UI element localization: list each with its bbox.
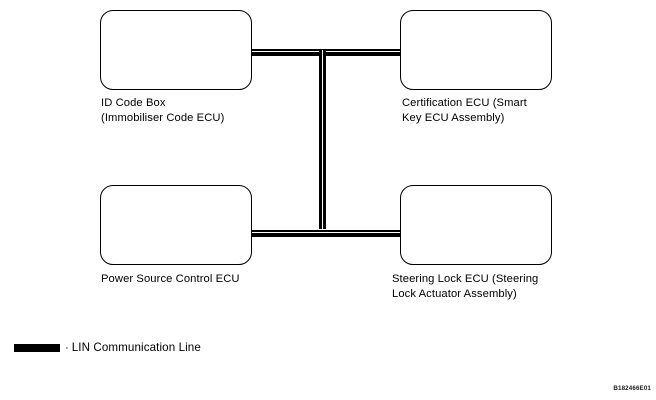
ecu-box-steering-lock xyxy=(400,185,552,265)
ecu-label-certification: Certification ECU (Smart Key ECU Assembl… xyxy=(402,97,527,124)
ecu-label-steering-lock: Steering Lock ECU (Steering Lock Actuato… xyxy=(392,273,539,300)
ecu-box-power-source-control xyxy=(100,185,252,265)
ecu-label-power-source-control: Power Source Control ECU xyxy=(101,273,240,285)
ecu-box-id-code xyxy=(100,10,252,90)
lin-bus-segment-bottom-left xyxy=(250,229,328,237)
lin-bus-segment-vertical-trunk xyxy=(319,50,326,236)
legend-lin-line-swatch xyxy=(14,343,60,352)
lin-bus-segment-top-right xyxy=(326,48,402,56)
ecu-box-certification xyxy=(400,10,552,90)
figure-reference-code: B182466E01 xyxy=(613,385,651,392)
ecu-label-id-code: ID Code Box (Immobiliser Code ECU) xyxy=(101,97,225,124)
lin-bus-segment-bottom-right xyxy=(326,229,402,237)
legend-lin-line-label: LIN Communication Line xyxy=(71,341,201,354)
lin-bus-segment-top-left xyxy=(250,48,328,56)
legend: · LIN Communication Line xyxy=(14,341,201,354)
legend-separator-dot: · xyxy=(65,341,69,354)
